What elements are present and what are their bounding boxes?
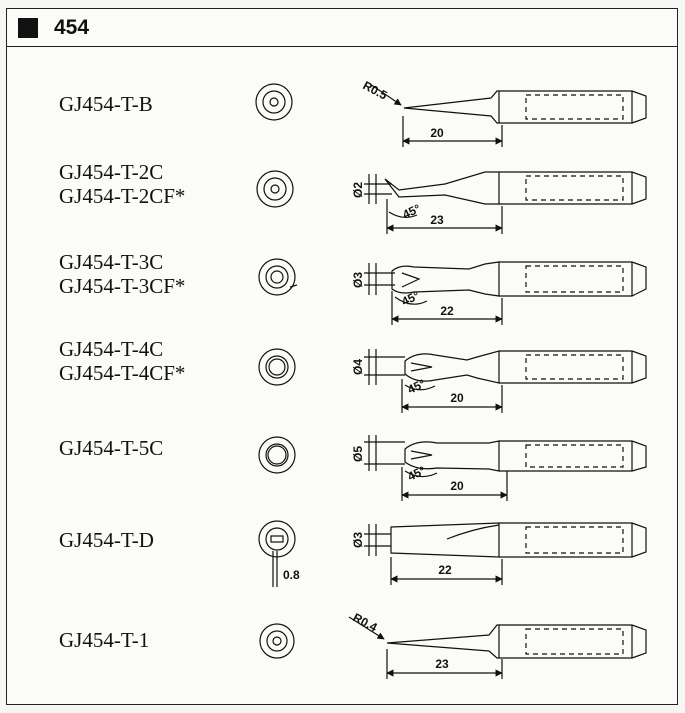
model-label-t-3c: GJ454-T-3C (59, 250, 164, 274)
model-label-t-5c: GJ454-T-5C (59, 436, 164, 460)
angle-label-t-2c: 45° (400, 201, 423, 221)
diameter-label-t-d: Ø3 (351, 532, 365, 548)
end-view-t-d (258, 520, 296, 587)
side-view-t-d (364, 522, 647, 585)
header-marker-square (18, 18, 38, 38)
blade-thickness-label-t-d: 0.8 (283, 568, 300, 582)
model-label-t-d: GJ454-T-D (59, 528, 154, 552)
radius-label-t-1: R0.4 (351, 610, 380, 634)
diameter-label-t-5c: Ø5 (351, 446, 365, 462)
diameter-label-t-2c: Ø2 (351, 182, 365, 198)
model-label-t-2c: GJ454-T-2C (59, 160, 164, 184)
end-view-t-4c (258, 348, 296, 386)
side-view-t-3c (364, 261, 647, 325)
end-view-t-2c (256, 170, 294, 208)
length-label-t-b: 20 (430, 126, 444, 140)
end-view-t-b (255, 83, 293, 121)
angle-label-t-4c: 45° (405, 376, 428, 396)
diameter-label-t-4c: Ø4 (351, 359, 365, 375)
end-view-t-3c (258, 258, 298, 296)
angle-label-t-5c: 45° (405, 463, 428, 483)
length-label-t-2c: 23 (430, 213, 444, 227)
model-label-t-b: GJ454-T-B (59, 92, 153, 116)
model-label-t-3cf: GJ454-T-3CF* (59, 274, 186, 298)
model-label-t-4c: GJ454-T-4C (59, 337, 164, 361)
side-view-t-5c (364, 435, 647, 501)
catalog-sheet: 454 GJ454-T-B GJ454-T-2C GJ454-T-2CF* GJ… (6, 8, 678, 705)
model-label-t-4cf: GJ454-T-4CF* (59, 361, 186, 385)
length-label-t-4c: 20 (450, 391, 464, 405)
header-bar: 454 (7, 9, 677, 47)
length-label-t-3c: 22 (440, 304, 454, 318)
end-view-t-1 (259, 623, 295, 659)
side-view-t-2c (364, 171, 647, 234)
side-view-t-1 (348, 616, 647, 679)
radius-label-t-b: R0.5 (361, 78, 390, 102)
end-view-t-5c (258, 436, 296, 474)
model-label-t-2cf: GJ454-T-2CF* (59, 184, 186, 208)
diameter-label-t-3c: Ø3 (351, 272, 365, 288)
length-label-t-1: 23 (435, 657, 449, 671)
tip-drawings: 20 R0.5 23 Ø2 45° 22 Ø3 45° 20 Ø4 45° 20… (255, 78, 647, 679)
side-view-t-4c (364, 349, 647, 413)
side-view-t-b (369, 83, 647, 147)
model-label-t-1: GJ454-T-1 (59, 628, 150, 652)
length-label-t-d: 22 (438, 563, 452, 577)
length-label-t-5c: 20 (450, 479, 464, 493)
series-title: 454 (54, 16, 90, 39)
